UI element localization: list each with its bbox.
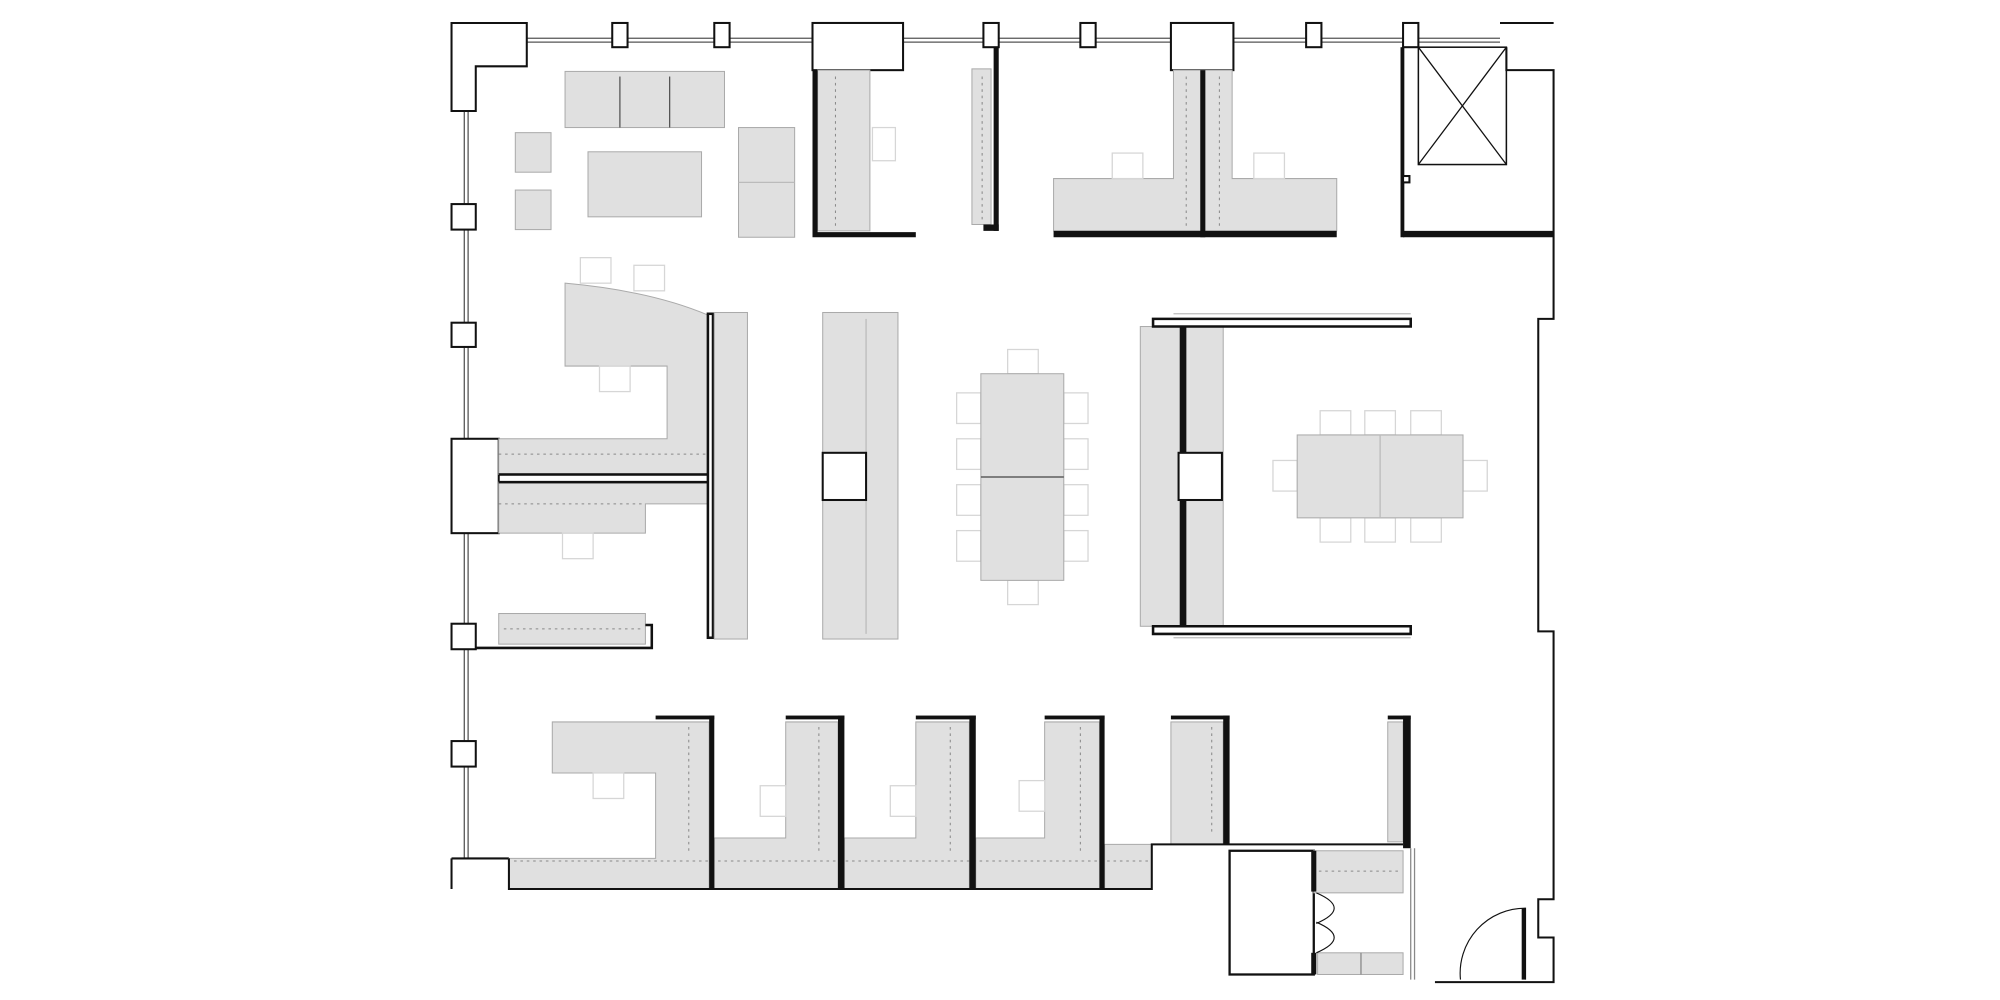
double-door-swing xyxy=(1316,892,1335,954)
middle-left-workstations xyxy=(475,257,748,650)
armchair xyxy=(514,132,552,173)
columns xyxy=(450,21,1420,768)
center-island xyxy=(821,311,899,640)
bottom-right-rooms xyxy=(1228,848,1527,980)
lounge xyxy=(514,70,796,238)
conference-room xyxy=(1139,313,1488,639)
top-workstations xyxy=(812,47,1338,238)
meeting-table-center xyxy=(955,348,1089,606)
armchair xyxy=(514,189,552,231)
coffee-table xyxy=(587,151,703,218)
exterior-wall-right-path xyxy=(450,21,1555,984)
sofa xyxy=(564,70,725,129)
column xyxy=(1177,451,1223,502)
column xyxy=(821,451,868,502)
bottom-workstations xyxy=(507,715,1411,891)
elevator-shaft xyxy=(1400,46,1554,238)
window-line-top xyxy=(526,37,1500,43)
entry-door-swing xyxy=(1459,907,1527,980)
